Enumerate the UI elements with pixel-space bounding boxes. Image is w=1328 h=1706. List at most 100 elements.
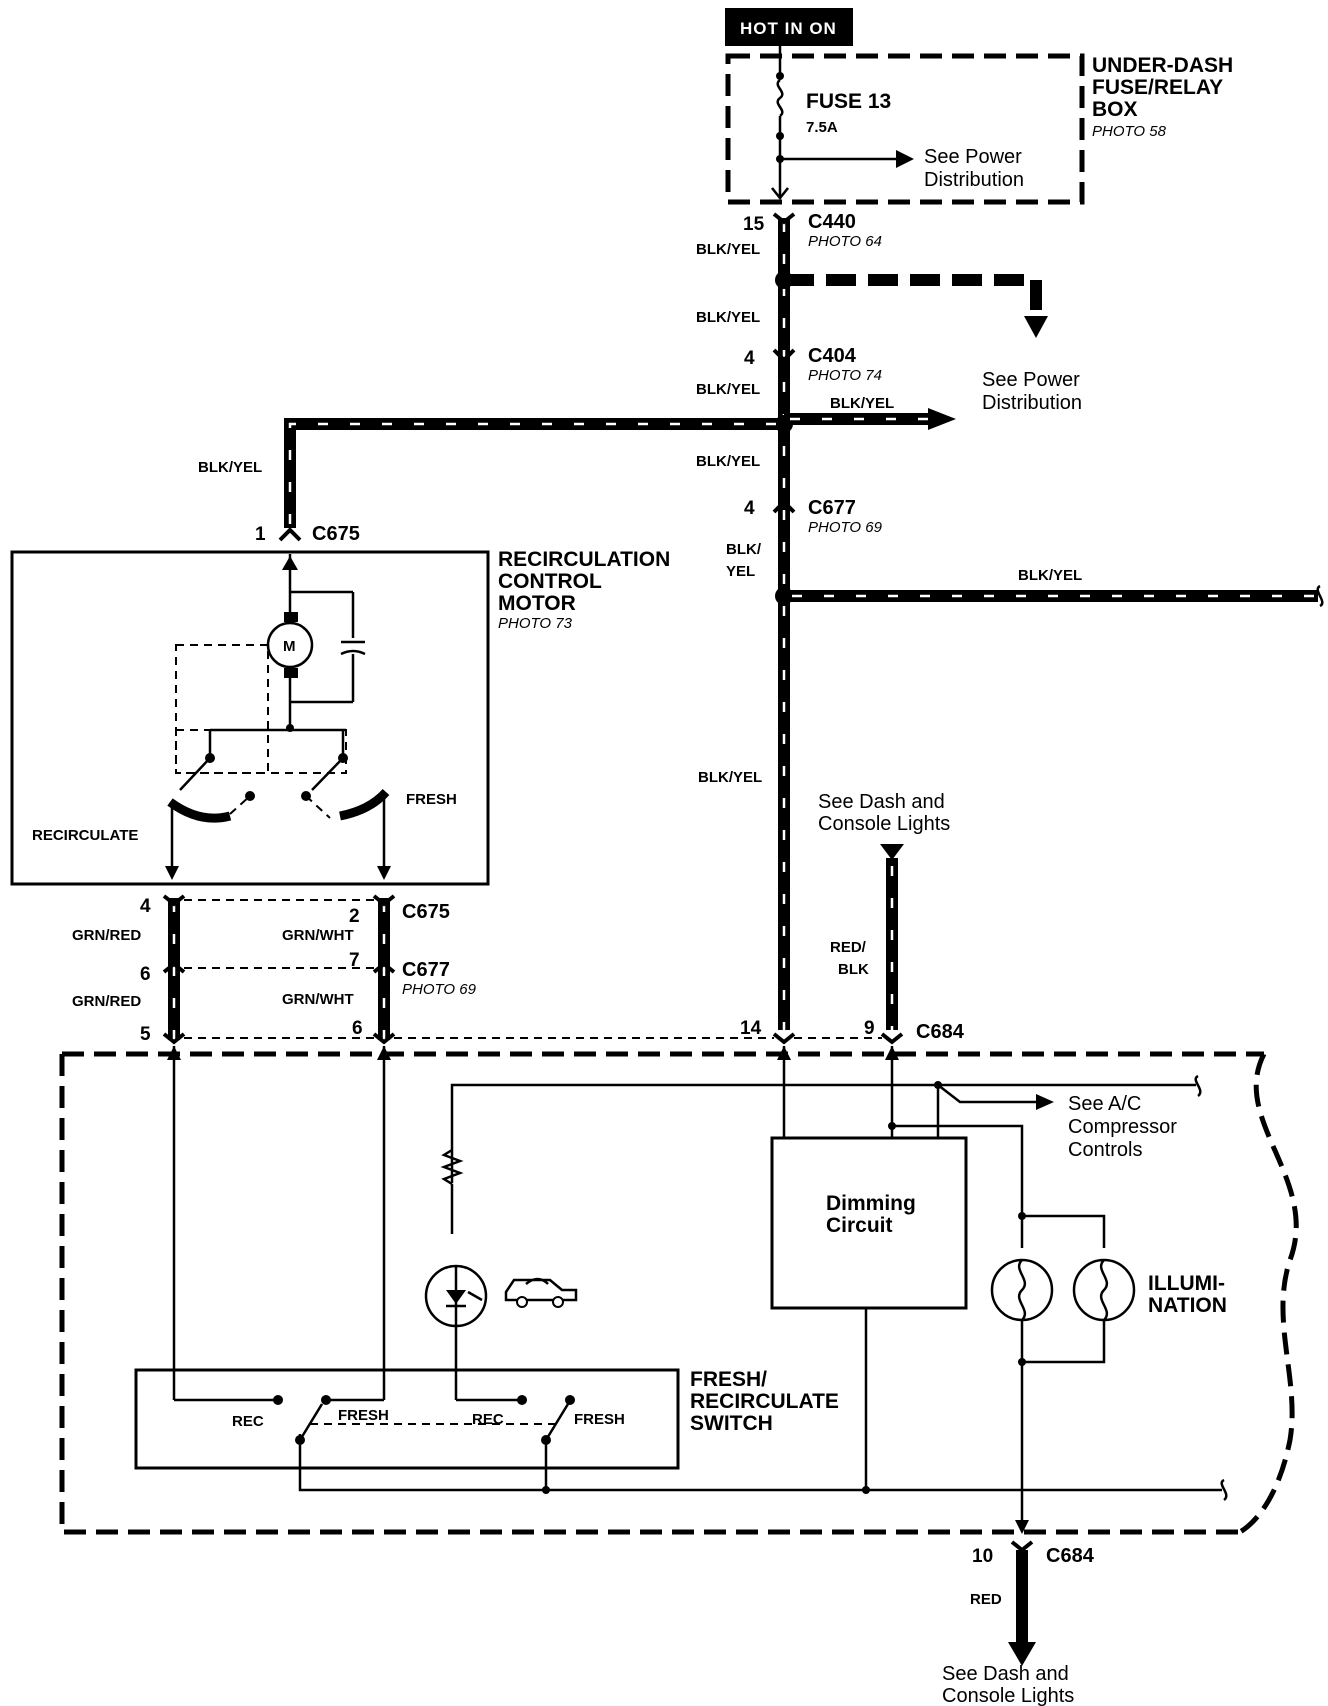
c675-top-pin: 1 [255,524,266,545]
dimming-circuit-box [770,1136,968,1310]
c684-pin-right: 6 [352,1018,363,1039]
motor-icon: M [266,621,314,669]
wire-label-2: BLK/YEL [696,309,760,326]
bulb-icon [990,1258,1136,1322]
wire-label-8: BLK/YEL [1018,567,1082,584]
c440-connector [772,212,796,225]
c677-lower-photo: PHOTO 69 [402,981,477,998]
switch-title-2: RECIRCULATE [690,1390,839,1413]
branch-wire-1 [784,274,1042,316]
fuse-box-outline [725,53,1085,205]
c675-bottom-name: C675 [402,901,450,923]
recirc-motor-box [10,550,490,886]
wire-label-1: BLK/YEL [696,241,760,258]
c684-pin-left: 5 [140,1024,151,1045]
c404-pin: 4 [744,348,755,369]
grn-wht-label-1: GRN/WHT [282,927,354,944]
c684-top-name: C684 [916,1021,965,1043]
ac-label-1: See A/C [1068,1093,1141,1115]
c684-pin-b: 9 [864,1018,875,1039]
wire-label-5: BLK/YEL [198,459,262,476]
motor-title-2: CONTROL [498,570,602,593]
fuse-box-title-1: UNDER-DASH [1092,54,1233,77]
c677-lower-name: C677 [402,959,450,981]
dash-lights-top-arrow [880,844,904,860]
fuse-see-power-2: Distribution [924,169,1024,191]
c404-name: C404 [808,345,857,367]
c684-pin-a: 14 [740,1018,762,1039]
c684-bottom-name: C684 [1046,1545,1095,1567]
fuse-see-power-1: See Power [924,146,1022,168]
wire-label-7b: YEL [726,563,755,580]
power-dist-2: Distribution [982,392,1082,414]
svg-text:M: M [283,638,296,655]
switch-fresh-2: FRESH [574,1411,625,1428]
illumination-label-1: ILLUMI- [1148,1272,1225,1295]
grn-wht-label-2: GRN/WHT [282,991,354,1008]
switch-fresh-1: FRESH [338,1407,389,1424]
motor-title-1: RECIRCULATION [498,548,670,571]
motor-photo: PHOTO 73 [498,615,573,632]
fuse-box-title-2: FUSE/RELAY [1092,76,1223,99]
switch-enclosure [59,1051,1299,1535]
switch-title-3: SWITCH [690,1412,773,1435]
motor-internal: M [165,554,391,880]
red-wire-arrow [1008,1642,1036,1666]
red-blk-label-2: BLK [838,961,869,978]
power-dist-1: See Power [982,369,1080,391]
switch-title-1: FRESH/ [690,1368,767,1391]
fuse-box-photo: PHOTO 58 [1092,123,1167,140]
motor-fresh-label: FRESH [406,791,457,808]
c440-pin: 15 [743,214,765,235]
illumination-label-2: NATION [1148,1294,1227,1317]
dash-lights-top-2: Console Lights [818,813,950,835]
c677-main-pin: 4 [744,498,755,519]
motor-title-3: MOTOR [498,592,576,615]
c684-bottom-connector [1010,1540,1034,1553]
wire-label-7a: BLK/ [726,541,762,558]
c440-name: C440 [808,211,856,233]
fuse-box-title-3: BOX [1092,98,1138,121]
c677-main-connector [772,499,796,514]
hot-in-on-tag [725,8,853,46]
motor-feed-wire [284,418,784,528]
resistor-icon [440,1148,464,1186]
c404-photo: PHOTO 74 [808,367,882,384]
branch-arrow-1 [1024,316,1048,338]
ac-label-2: Compressor [1068,1116,1177,1138]
c675-bottom-pin-right: 2 [349,906,360,927]
red-label: RED [970,1591,1002,1608]
c677-lower-pin-left: 6 [140,964,151,985]
c404-connector [772,348,796,363]
switch-rec-1: REC [232,1413,264,1430]
wire-label-9: BLK/YEL [698,769,762,786]
c677-main-photo: PHOTO 69 [808,519,883,536]
car-recirculation-icon [504,1277,578,1308]
switch-rec-2: REC [472,1411,504,1428]
hot-in-on-label: HOT IN ON [740,19,837,38]
ac-label-3: Controls [1068,1139,1142,1161]
dash-lights-top-1: See Dash and [818,791,945,813]
c675-top-name: C675 [312,523,360,545]
led-indicator-icon [424,1264,488,1328]
fuse-rating: 7.5A [806,119,838,136]
dash-lights-bottom-1: See Dash and [942,1663,1069,1685]
c677-main-name: C677 [808,497,856,519]
c675-top-connector [278,527,302,542]
c684-bottom-pin: 10 [972,1546,993,1567]
c677-lower-pin-right: 7 [349,950,360,971]
branch-arrow-2 [928,408,956,430]
fuse-name: FUSE 13 [806,90,891,113]
dimming-label-1: Dimming [826,1192,916,1215]
wire-label-6: BLK/YEL [696,453,760,470]
switch-internal-wiring [134,1046,1228,1534]
dimming-label-2: Circuit [826,1214,893,1237]
wire-label-4: BLK/YEL [830,395,894,412]
red-blk-label-1: RED/ [830,939,867,956]
motor-recirc-label: RECIRCULATE [32,827,138,844]
fresh-recirc-switch-box [134,1368,680,1470]
c440-photo: PHOTO 64 [808,233,882,250]
fuse-icon [771,46,914,201]
c675-bottom-pin-left: 4 [140,896,151,917]
